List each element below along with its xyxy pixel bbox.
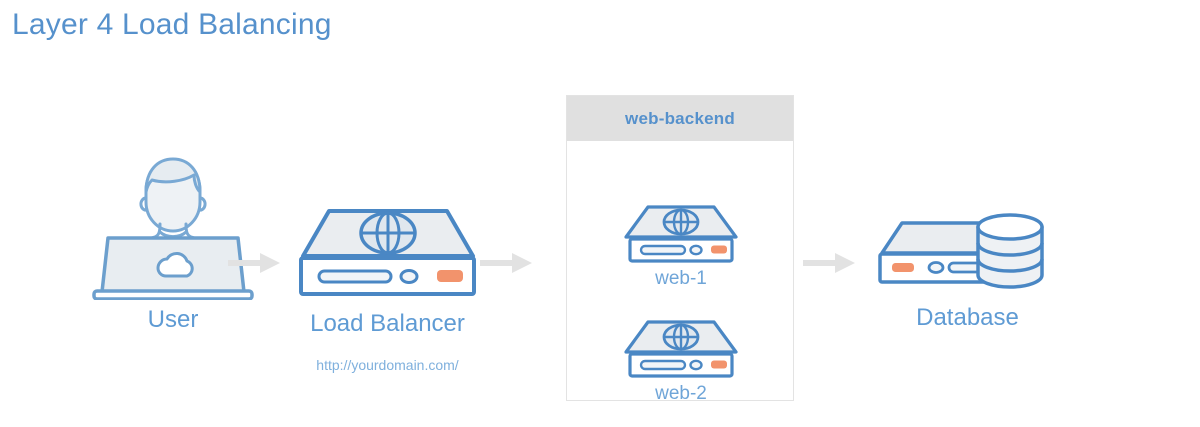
database-server-icon [860,205,1075,300]
node-user-label: User [147,306,199,333]
group-web-backend-header: web-backend [567,96,793,141]
arrow-user-to-load-balancer [228,250,280,281]
node-load-balancer: Load Balancer http://yourdomain.com/ [285,205,490,372]
load-balancer-url: http://yourdomain.com/ [316,357,459,373]
node-web-2-label: web-2 [655,383,707,404]
node-web-2: web-2 [567,318,795,403]
server-globe-icon [285,205,490,300]
node-database: Database [860,205,1075,330]
server-globe-icon [567,203,795,265]
node-database-label: Database [916,304,1019,331]
node-web-1: web-1 [567,203,795,288]
arrow-web-backend-to-database [803,250,855,281]
user-laptop-icon [78,150,268,301]
group-web-backend: web-backend web-1 [566,95,795,403]
arrow-load-balancer-to-web-backend [480,250,532,281]
group-web-backend-title: web-backend [625,108,735,128]
page-title: Layer 4 Load Balancing [12,8,332,41]
node-web-1-label: web-1 [655,268,707,289]
group-web-backend-body: web-1 web-2 [567,141,795,403]
node-user: User [78,150,268,332]
server-globe-icon [567,318,795,380]
node-load-balancer-label: Load Balancer [310,310,465,337]
